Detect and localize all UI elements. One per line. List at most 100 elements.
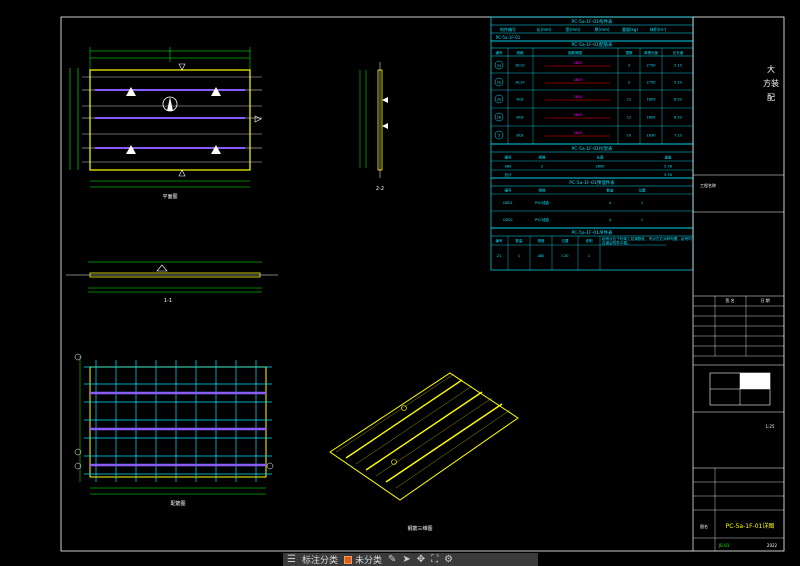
plan-view-label: 平面图 — [162, 194, 177, 200]
title-line-2: 方装 — [763, 78, 779, 88]
t2-r3-len: 1800 — [647, 116, 656, 120]
scale-value: 1:25 — [766, 424, 775, 429]
t2-r2-id: 2a — [497, 98, 501, 102]
t1-r0: PC-5a-1F-01 — [496, 35, 521, 40]
drawing-label: 图名 — [700, 523, 708, 529]
t2-h4: 单根长度 — [644, 50, 658, 55]
t3-r1-0: 总计 — [505, 172, 513, 177]
t2-r1-spec: 8C10 — [515, 81, 524, 85]
title-block: 大 方装 配 工程名称 签 名 日 期 图名 PC-5a-1F-01详图 1:2… — [692, 17, 784, 551]
t2-r0-len: 2750 — [647, 64, 656, 68]
t1-h3: 厚(mm) — [595, 27, 610, 32]
t2-r4-len: 1830 — [647, 134, 656, 138]
t2-r2-len: 1800 — [647, 98, 656, 102]
t5-h1: 数量 — [516, 238, 524, 243]
t3-r0-1: 2 — [541, 165, 543, 169]
t5-h3: 位置 — [562, 238, 570, 243]
plan-view: 平面图 — [69, 47, 262, 200]
t2-h3: 根数 — [626, 50, 634, 55]
pointer-icon[interactable]: ➤ — [402, 554, 411, 565]
t4-r0-1: PVC线盒 — [535, 200, 549, 205]
t2-r2-dim: 2800 — [574, 95, 583, 99]
t2-r2-count: 12 — [627, 98, 631, 102]
sign-header: 签 名 — [725, 297, 734, 303]
t2-h5: 总长度 — [673, 50, 684, 55]
move-icon[interactable]: ✥ — [416, 554, 426, 565]
t4-h0: 编号 — [505, 188, 513, 193]
menu-icon[interactable]: ☰ — [287, 554, 296, 565]
t5-r0-3: C10 — [562, 254, 569, 258]
unclassified-label: 未分类 — [354, 556, 382, 566]
section-22-label: 2-2 — [376, 186, 384, 192]
pen-icon[interactable]: ✎ — [388, 554, 397, 565]
t2-r3-dim: 1800 — [574, 113, 583, 117]
settings-icon[interactable]: ⚙ — [444, 554, 454, 565]
table3-title: PC-5a-1F-01桁架表 — [571, 145, 613, 152]
t5-h4: 说明 — [586, 238, 594, 243]
section-2-2: 2-2 — [359, 62, 388, 192]
t3-h3: 重量 — [665, 155, 673, 160]
unclassified-button[interactable]: 未分类 — [343, 553, 382, 566]
t5-note: 起吊点位于桁架上弦钢筋处，吊点左右对称布置，起吊时应保证构件平稳。 — [602, 237, 692, 246]
t3-h0: 编号 — [505, 155, 513, 160]
rebar-plan-label: 配筋图 — [170, 500, 185, 507]
t4-r1-3: 1 — [641, 218, 643, 222]
t2-r0-wt: 5.10 — [674, 64, 682, 68]
t4-r0-3: 1 — [641, 201, 643, 205]
t5-h0: 编号 — [496, 238, 504, 243]
annotate-classify-button[interactable]: 标注分类 — [302, 553, 338, 566]
t4-h3: 位置 — [639, 188, 647, 193]
t2-r3-spec: 8C8 — [517, 116, 524, 120]
t4-h1: 规格 — [539, 188, 547, 193]
title-line-1: 大 — [767, 64, 775, 74]
t2-r4-dim: 1800 — [574, 131, 583, 135]
sheet-border — [60, 16, 785, 552]
t4-r1-0: DZ02 — [503, 218, 513, 222]
t5-r0-1: 1 — [518, 254, 520, 258]
t3-h2: 长度 — [597, 155, 605, 160]
table4-title: PC-5a-1F-01预埋件表 — [569, 179, 615, 186]
t4-r0-0: DZ01 — [503, 201, 513, 205]
rebar-axonometric: 钢筋三维图 — [329, 372, 519, 532]
t1-h5: 体积(m³) — [650, 26, 667, 32]
date-header: 日 期 — [760, 297, 769, 303]
t4-h2: 数量 — [607, 188, 615, 193]
t4-r1-2: 4 — [609, 218, 612, 222]
t3-r0-3: 5.78 — [664, 165, 672, 169]
t2-r4-wt: 7.23 — [674, 134, 682, 138]
t2-r4-count: 10 — [627, 134, 631, 138]
t2-row-0: 1a 8C10 2800 3 2750 5.10 — [494, 60, 682, 70]
fit-icon[interactable]: ⛶ — [431, 554, 439, 565]
table5-title: PC-5a-1F-01吊件表 — [571, 229, 613, 236]
t3-r1-3: 5.78 — [664, 173, 672, 177]
t2-r3-wt: 8.53 — [674, 116, 682, 120]
t3-h1: 规格 — [539, 155, 547, 160]
table-rebar: PC-5a-1F-01配筋表 编号 规格 钢筋简图 根数 单根长度 总长度 1a… — [490, 40, 694, 145]
t1-h1: 长(mm) — [537, 26, 552, 32]
t5-r0-4: 1 — [588, 254, 590, 258]
t1-h4: 重量(kg) — [622, 26, 638, 32]
section-1-1: 1-1 — [66, 261, 278, 304]
t2-r1-count: 3 — [628, 81, 630, 85]
t2-r0-count: 3 — [628, 64, 630, 68]
year-value: 2022 — [767, 543, 778, 548]
t4-r1-1: PVC线盒 — [535, 217, 549, 222]
t2-r2-spec: 8C8 — [517, 98, 524, 102]
axon-label: 钢筋三维图 — [407, 525, 432, 532]
orange-square-icon — [343, 555, 352, 564]
t2-r3-id: 2b — [497, 116, 502, 120]
t2-r0-spec: 8C10 — [515, 64, 524, 68]
t3-r0-2: 2600 — [596, 165, 605, 169]
t2-r0-dim: 2800 — [574, 61, 583, 65]
plan-slab-outline — [89, 69, 251, 171]
t2-r0-id: 1a — [497, 64, 501, 68]
table-embedded: PC-5a-1F-01预埋件表 编号 规格 数量 位置 DZ01 PVC线盒 4… — [490, 177, 694, 229]
sheet-number: JG-01 — [718, 543, 730, 548]
t2-row-3: 2b 8C8 1800 12 1800 8.53 — [494, 112, 682, 122]
t2-r2-wt: 8.53 — [674, 98, 682, 102]
t4-r0-2: 4 — [609, 201, 612, 205]
title-line-3: 配 — [767, 93, 775, 102]
t5-r0-2: A80 — [538, 254, 545, 258]
t2-r1-id: 1b — [497, 81, 502, 85]
